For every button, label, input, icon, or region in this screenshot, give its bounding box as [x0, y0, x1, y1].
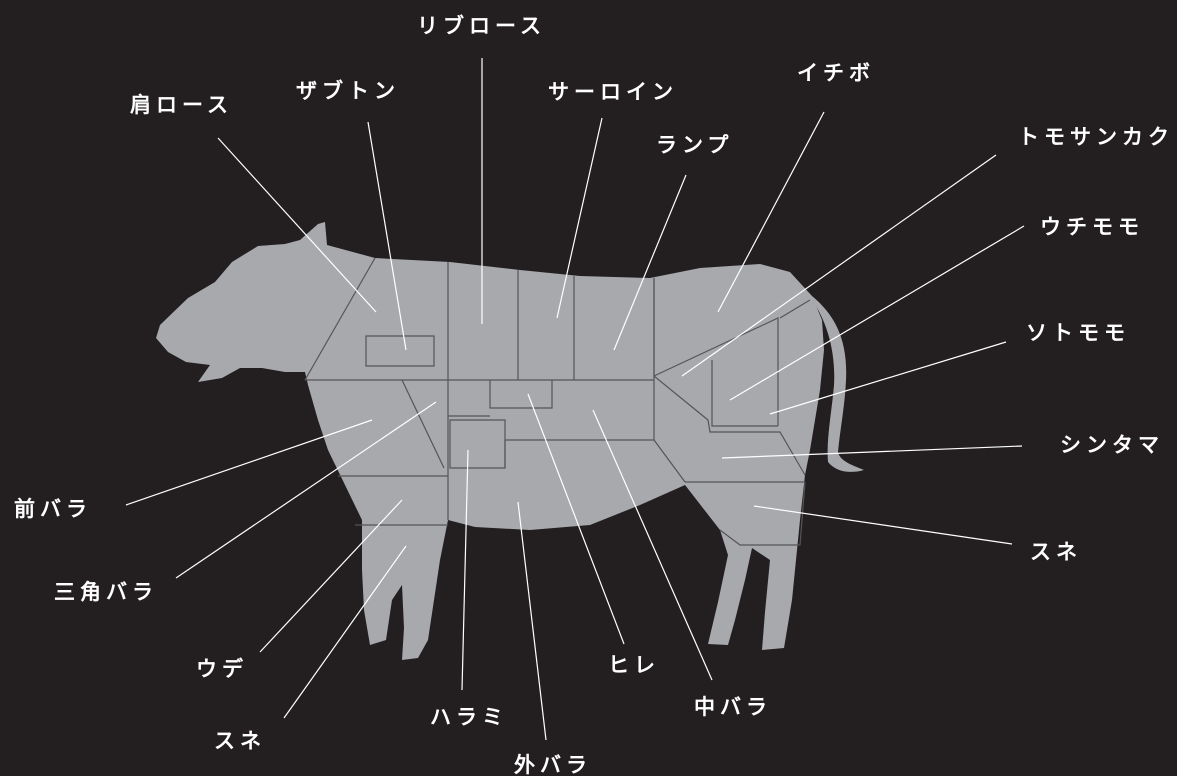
label-hire: ヒレ [608, 653, 660, 677]
leader-lines [125, 58, 1025, 741]
label-ichibo: イチボ [797, 61, 875, 85]
leader-katarosu [217, 137, 377, 313]
leader-uchimomo [729, 225, 1025, 401]
label-nakabara: 中バラ [694, 695, 772, 719]
leader-ramp [613, 174, 687, 351]
leader-nakabara [592, 409, 713, 681]
label-ramp: ランプ [656, 133, 733, 157]
leader-sotobara [517, 501, 547, 741]
cow-silhouette [156, 222, 864, 660]
cow-tail [812, 296, 864, 472]
leader-ichibo [717, 111, 825, 313]
label-shintama: シンタマ [1060, 433, 1164, 457]
label-ude: ウデ [196, 657, 248, 681]
leader-sune-hind [753, 505, 1013, 545]
label-zabuton: ザブトン [296, 79, 400, 103]
leader-shintama [721, 445, 1023, 459]
leader-hire [527, 393, 625, 645]
cut-boundaries [304, 257, 811, 546]
label-sotobara: 外バラ [514, 753, 592, 776]
label-tomosankaku: トモサンカク [1018, 125, 1174, 149]
cut-labels: 肩ロース ザブトン リブロース サーロイン ランプ イチボ トモサンカク ウチモ… [14, 14, 1174, 776]
leader-ude [259, 499, 403, 653]
cow-body [156, 222, 824, 660]
label-sune-hind: スネ [1030, 540, 1082, 564]
leader-sankakubara [175, 401, 437, 579]
leader-sotomomo [769, 341, 1007, 415]
label-sankakubara: 三角バラ [54, 580, 158, 604]
leader-zabuton [367, 121, 407, 351]
leader-sarloin [556, 117, 603, 319]
leader-harami [461, 449, 469, 691]
label-sune-front: スネ [214, 729, 266, 753]
label-sotomomo: ソトモモ [1026, 321, 1130, 345]
label-harami: ハラミ [430, 705, 508, 729]
label-uchimomo: ウチモモ [1040, 215, 1144, 239]
label-maebara: 前バラ [14, 497, 92, 521]
label-katarosu: 肩ロース [130, 93, 233, 117]
leader-maebara [125, 419, 373, 506]
leader-sune-front [283, 545, 407, 719]
label-sarloin: サーロイン [548, 80, 678, 104]
label-riburosu: リブロース [417, 14, 546, 38]
leader-tomosankaku [681, 154, 997, 377]
